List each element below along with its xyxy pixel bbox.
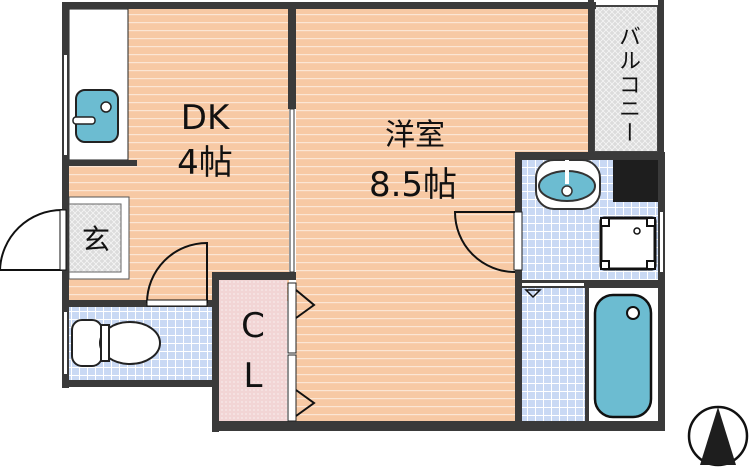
entrance-tile — [68, 203, 122, 273]
western-room-label: 洋室 — [385, 118, 445, 153]
western-room-size: 8.5帖 — [368, 165, 458, 205]
closet-door-2 — [295, 389, 316, 417]
closet-door-1 — [295, 289, 316, 319]
western-door — [453, 211, 516, 273]
dk-label: DK — [180, 98, 230, 138]
washbasin-icon — [535, 159, 601, 210]
dk-size: 4帖 — [177, 143, 233, 183]
north-arrow-icon — [687, 405, 749, 467]
washing-machine-icon — [599, 216, 657, 271]
closet-floor — [219, 280, 287, 421]
kitchen-sink-icon — [72, 89, 119, 143]
laundry-floor — [522, 288, 586, 422]
balcony-label: バルコニー — [615, 25, 640, 145]
bathtub-icon — [593, 293, 653, 419]
laundry-marker — [524, 289, 542, 299]
walls — [62, 0, 665, 432]
entrance-label: 玄 — [81, 223, 111, 256]
dk-toilet-door — [146, 241, 208, 304]
closet-label-c: C — [241, 306, 265, 346]
closet-label-l: L — [243, 356, 263, 396]
toilet-icon — [71, 319, 161, 367]
entrance-door — [0, 209, 63, 271]
storage-shelf — [613, 160, 658, 202]
